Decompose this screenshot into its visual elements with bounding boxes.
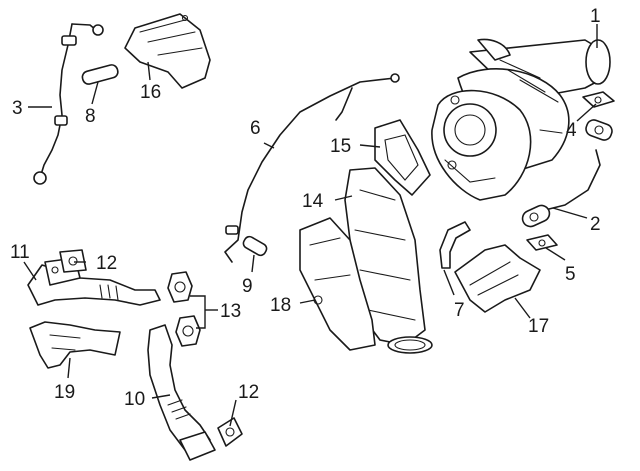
part-hose-8[interactable]	[81, 64, 119, 86]
part-gasket-15[interactable]	[374, 119, 431, 196]
callout-12-bottom: 12	[238, 382, 259, 403]
part-heat-shield[interactable]	[124, 13, 211, 89]
callout-3: 3	[12, 98, 23, 119]
callouts: 1 2 3 4 5 6 7 8 9 10 11 12 12 13 14 15 1…	[10, 6, 601, 410]
callout-13: 13	[220, 301, 241, 322]
part-gasket-12-top[interactable]	[59, 249, 87, 273]
callout-14: 14	[302, 191, 324, 212]
callout-16: 16	[140, 82, 161, 103]
callout-6: 6	[250, 118, 261, 139]
part-exhaust-elbow[interactable]	[29, 321, 121, 369]
part-coolant-pipe[interactable]	[224, 73, 400, 263]
callout-7: 7	[454, 300, 465, 321]
part-heat-shield-18[interactable]	[299, 217, 376, 351]
part-gaskets-13[interactable]	[167, 271, 201, 347]
callout-19: 19	[54, 382, 75, 403]
callout-17: 17	[528, 316, 549, 337]
part-oil-pipe-lower[interactable]	[520, 118, 614, 229]
part-gasket-4[interactable]	[582, 91, 615, 108]
leader-lines	[23, 24, 598, 427]
part-gasket-5[interactable]	[526, 234, 558, 251]
callout-5: 5	[565, 264, 576, 285]
part-hose-7[interactable]	[439, 221, 471, 269]
part-crossover-pipe[interactable]	[27, 257, 161, 306]
callout-9: 9	[242, 276, 253, 297]
part-oil-feed-pipe[interactable]	[33, 23, 104, 185]
callout-8: 8	[85, 106, 96, 127]
part-gasket-12-bottom[interactable]	[217, 417, 243, 447]
callout-2: 2	[590, 214, 601, 235]
callout-11: 11	[10, 242, 30, 263]
callout-18: 18	[270, 295, 291, 316]
callout-12-top: 12	[96, 253, 117, 274]
callout-4: 4	[566, 120, 577, 141]
part-hose-9[interactable]	[242, 235, 269, 257]
part-bracket[interactable]	[454, 244, 541, 313]
callout-10: 10	[124, 389, 145, 410]
part-downpipe[interactable]	[147, 324, 216, 461]
callout-15: 15	[330, 136, 351, 157]
callout-1: 1	[590, 6, 601, 27]
part-turbocharger[interactable]	[431, 38, 611, 201]
